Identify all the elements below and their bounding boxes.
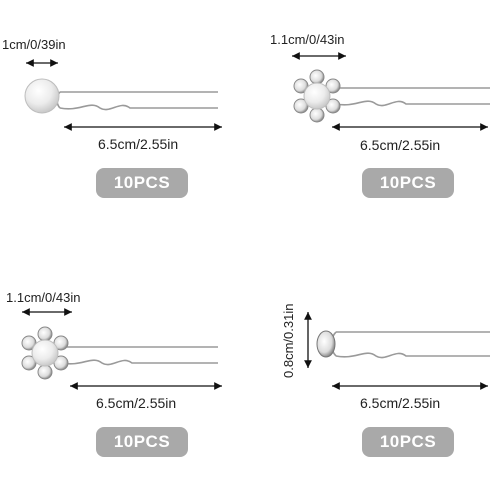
flower-hairpin-illustration (292, 52, 490, 131)
length-label: 6.5cm/2.55in (96, 395, 177, 411)
quantity-badge: 10PCS (96, 427, 188, 457)
head-size-label: 1cm/0/39in (2, 37, 66, 52)
head-size-label: 1.1cm/0/43in (270, 32, 345, 47)
pearl-hairpin-illustration (24, 59, 222, 131)
quantity-badge: 10PCS (362, 168, 454, 198)
head-size-label: 1.1cm/0/43in (6, 290, 81, 305)
length-label: 6.5cm/2.55in (360, 395, 441, 411)
flower-hairpin-illustration (21, 308, 222, 390)
length-label: 6.5cm/2.55in (98, 136, 179, 152)
length-label: 6.5cm/2.55in (360, 137, 441, 153)
quantity-badge: 10PCS (96, 168, 188, 198)
quantity-badge: 10PCS (362, 427, 454, 457)
